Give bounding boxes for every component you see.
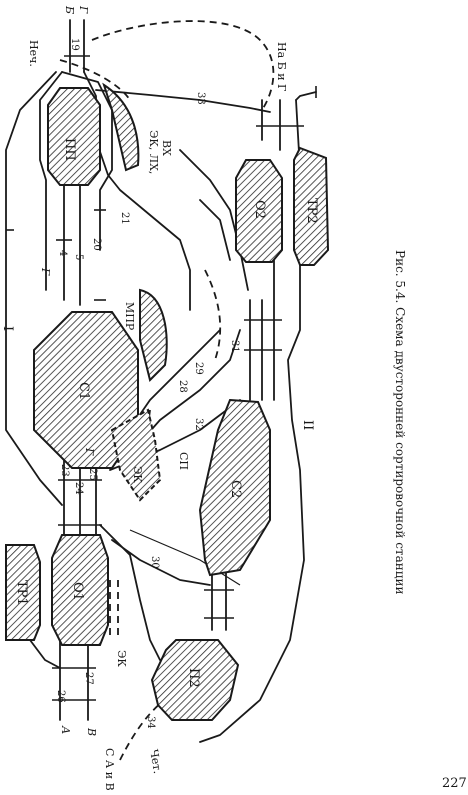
track-i: I <box>0 326 15 331</box>
yard-tr1 <box>5 544 41 641</box>
yard-o1 <box>51 534 109 646</box>
yard-label-s2: С2 <box>228 480 243 498</box>
track-ii: II <box>300 420 315 430</box>
yard-label-tr1: ТР1 <box>14 580 29 606</box>
yard-label-pp1: ПП <box>62 138 77 161</box>
track-21: 21 <box>119 212 130 225</box>
track-4: 4 <box>57 250 68 256</box>
main-track-i <box>5 71 63 506</box>
yard-ppp <box>47 87 101 186</box>
track-24: 24 <box>73 482 84 495</box>
track-26: 26 <box>55 690 66 703</box>
facility-sp: СП <box>177 452 190 470</box>
track-32: 32 <box>193 418 204 431</box>
yard-label-o2: О2 <box>252 200 267 219</box>
track-23: 23 <box>59 464 70 477</box>
direction-s-a-i-v: С А и В <box>103 748 116 791</box>
direction-g-top: Г <box>77 5 90 14</box>
yard-c2 <box>198 398 271 577</box>
facility-ek-mid: ЭК <box>131 466 144 483</box>
track-31: 31 <box>229 340 240 353</box>
yard-label-o1: О1 <box>70 582 85 601</box>
track-19: 19 <box>69 38 80 51</box>
yard-tr2 <box>293 146 330 266</box>
yard-p2 <box>150 639 240 721</box>
yard-label-s1: С1 <box>76 382 91 400</box>
track-20: 20 <box>91 238 102 251</box>
yard-ek-lh <box>102 82 140 172</box>
facility-ek-lh-line2: ВХ <box>160 140 173 156</box>
track-29: 29 <box>193 362 204 375</box>
direction-b-top: Б <box>63 5 76 14</box>
yard-label-tr2: ТР2 <box>304 198 319 224</box>
page-number: 227 <box>442 776 467 791</box>
track-28: 28 <box>177 380 188 393</box>
track-30: 30 <box>149 556 160 569</box>
track-33: 33 <box>195 92 206 105</box>
main-track-ii <box>199 169 305 743</box>
direction-a: А <box>59 725 72 734</box>
direction-chet: Чет. <box>147 748 164 774</box>
direction-na-b-i-g: На Б и Г <box>275 42 288 91</box>
direction-v: В <box>85 727 98 736</box>
yard-mpr <box>139 288 168 382</box>
track-27: 27 <box>83 672 94 685</box>
track-34: 34 <box>145 716 156 729</box>
yard-o2 <box>235 159 283 263</box>
facility-ek-lh-line1: ЭК, ЛХ, <box>147 130 160 174</box>
track-5: 5 <box>73 254 84 260</box>
direction-nech: Неч. <box>27 40 40 67</box>
figure-caption: Рис. 5.4. Схема двусторонней сортировочн… <box>393 250 407 594</box>
direction-g-mid: Г <box>39 267 52 276</box>
track-25: 25 <box>87 468 98 481</box>
signal-top-right <box>295 86 317 101</box>
yard-label-pp2: П2 <box>186 668 201 688</box>
direction-g-lower: Г <box>83 447 96 456</box>
facility-ek-low: ЭК <box>115 650 128 667</box>
main-tracks-top <box>64 19 90 73</box>
facility-mpr: МПР <box>123 302 136 331</box>
yard-ek-mid <box>110 408 162 502</box>
